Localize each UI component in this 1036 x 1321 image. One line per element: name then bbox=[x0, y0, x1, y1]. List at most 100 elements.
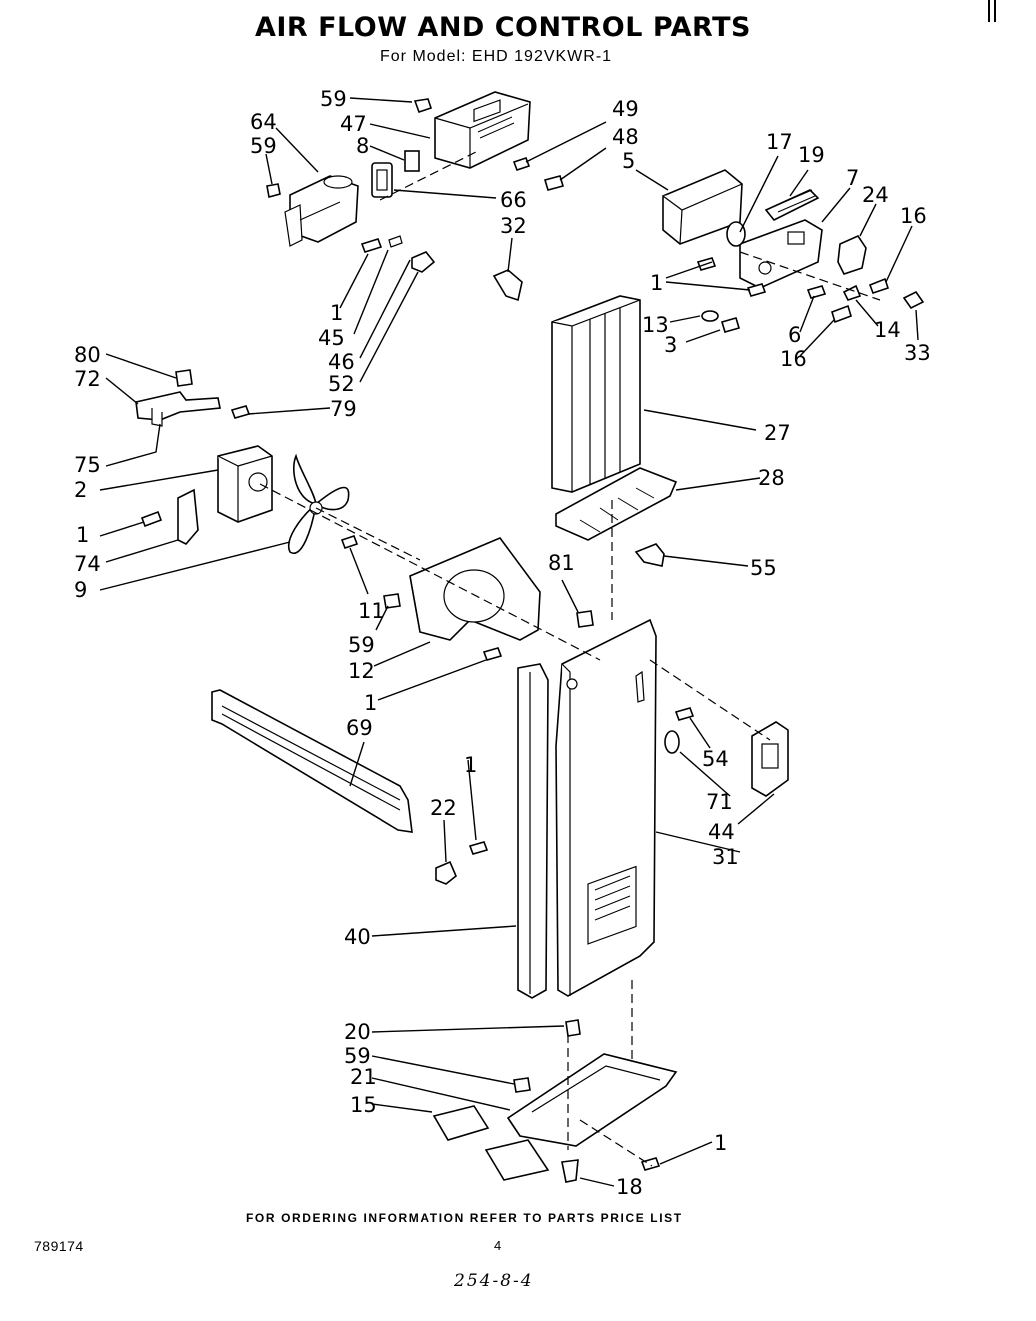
callout-66: 66 bbox=[500, 188, 527, 212]
callout-11: 11 bbox=[358, 599, 385, 623]
callout-27: 27 bbox=[764, 421, 791, 445]
callout-32: 32 bbox=[500, 214, 527, 238]
callout-14: 14 bbox=[874, 318, 901, 342]
thermostat-bracket-part bbox=[739, 219, 823, 289]
callout-24: 24 bbox=[862, 183, 889, 207]
callout-79: 79 bbox=[330, 397, 357, 421]
callout-22: 22 bbox=[430, 796, 457, 820]
screw-54-part bbox=[674, 707, 695, 721]
leader-lines bbox=[99, 97, 919, 1187]
back-panel-part bbox=[555, 618, 657, 997]
screw-1-part bbox=[468, 841, 489, 855]
screw-3-part bbox=[721, 317, 740, 333]
page-number: 4 bbox=[494, 1238, 502, 1253]
callout-33: 33 bbox=[904, 341, 931, 365]
drain-tray-part bbox=[506, 1053, 678, 1147]
callout-15: 15 bbox=[350, 1093, 377, 1117]
callout-9: 9 bbox=[74, 578, 87, 602]
diffuser-28-part bbox=[555, 467, 678, 541]
fan-motor-part bbox=[217, 445, 273, 523]
callout-17: 17 bbox=[766, 130, 793, 154]
callout-40: 40 bbox=[344, 925, 371, 949]
part-55 bbox=[634, 543, 665, 567]
callout-46: 46 bbox=[328, 350, 355, 374]
callout-16: 16 bbox=[780, 347, 807, 371]
callout-7: 7 bbox=[846, 166, 859, 190]
screw-16-part bbox=[868, 277, 890, 295]
bracket-72-part bbox=[135, 391, 221, 427]
callout-2: 2 bbox=[74, 478, 87, 502]
rail-69-part bbox=[211, 689, 413, 833]
nut-81-part bbox=[576, 610, 594, 628]
fan-housing-part bbox=[409, 537, 541, 641]
callout-28: 28 bbox=[758, 466, 785, 490]
callout-13: 13 bbox=[642, 313, 669, 337]
callout-1: 1 bbox=[650, 271, 663, 295]
ordering-note: FOR ORDERING INFORMATION REFER TO PARTS … bbox=[246, 1211, 683, 1225]
callout-21: 21 bbox=[350, 1065, 377, 1089]
callout-52: 52 bbox=[328, 372, 355, 396]
callout-49: 49 bbox=[612, 97, 639, 121]
clip-80-part bbox=[175, 369, 193, 387]
callout-59: 59 bbox=[250, 134, 277, 158]
part-13 bbox=[701, 310, 719, 322]
callout-81: 81 bbox=[548, 551, 575, 575]
channel-40-part bbox=[517, 663, 549, 999]
callout-5: 5 bbox=[622, 149, 635, 173]
shroud-74-part bbox=[177, 488, 199, 545]
clip-14-part bbox=[842, 284, 862, 301]
nut-part bbox=[266, 183, 281, 199]
corner-mark bbox=[988, 0, 996, 22]
nut-59-part bbox=[383, 593, 401, 609]
callout-71: 71 bbox=[706, 790, 733, 814]
callout-18: 18 bbox=[616, 1175, 643, 1199]
callout-20: 20 bbox=[344, 1020, 371, 1044]
assembly-dashed-lines bbox=[259, 149, 881, 1167]
document-number: 789174 bbox=[34, 1238, 84, 1254]
callout-72: 72 bbox=[74, 367, 101, 391]
callout-64: 64 bbox=[250, 110, 277, 134]
callout-12: 12 bbox=[348, 659, 375, 683]
nut-59b-part bbox=[513, 1077, 531, 1093]
callout-1: 1 bbox=[330, 301, 343, 325]
callout-54: 54 bbox=[702, 747, 729, 771]
part-15b bbox=[484, 1139, 550, 1181]
part-18 bbox=[561, 1159, 579, 1183]
callout-75: 75 bbox=[74, 453, 101, 477]
callout-1: 1 bbox=[714, 1131, 727, 1155]
clip-46-part bbox=[388, 235, 403, 248]
callout-59: 59 bbox=[348, 633, 375, 657]
part-20 bbox=[565, 1019, 581, 1037]
screw-1-part bbox=[746, 283, 767, 297]
screw-1-part bbox=[482, 647, 503, 661]
screw-49-part bbox=[512, 156, 531, 172]
handwritten-note: 254-8-4 bbox=[454, 1271, 534, 1291]
callout-45: 45 bbox=[318, 326, 345, 350]
clip-22-part bbox=[435, 860, 457, 885]
callout-74: 74 bbox=[74, 552, 101, 576]
clip-32-part bbox=[492, 269, 523, 302]
callout-59: 59 bbox=[320, 87, 347, 111]
callout-19: 19 bbox=[798, 143, 825, 167]
callout-6: 6 bbox=[788, 323, 801, 347]
callout-1: 1 bbox=[364, 691, 377, 715]
callout-44: 44 bbox=[708, 820, 735, 844]
damper-control-part bbox=[284, 175, 359, 247]
screw-1-part bbox=[140, 510, 163, 528]
callout-55: 55 bbox=[750, 556, 777, 580]
bracket-8-part bbox=[404, 150, 420, 172]
callout-31: 31 bbox=[712, 845, 739, 869]
nut-part bbox=[413, 98, 433, 114]
callout-labels: 59 47 8 64 59 49 48 66 32 5 17 19 7 24 1… bbox=[74, 87, 931, 1199]
callout-1: 1 bbox=[76, 523, 89, 547]
callout-48: 48 bbox=[612, 125, 639, 149]
screw-79-part bbox=[230, 405, 251, 419]
grommet-71-part bbox=[664, 730, 680, 754]
part-17 bbox=[726, 221, 746, 247]
callout-3: 3 bbox=[664, 333, 677, 357]
air-duct-27-part bbox=[551, 295, 641, 493]
screw-1-part bbox=[640, 1157, 661, 1171]
screw-11-part bbox=[340, 534, 359, 550]
callout-47: 47 bbox=[340, 112, 367, 136]
